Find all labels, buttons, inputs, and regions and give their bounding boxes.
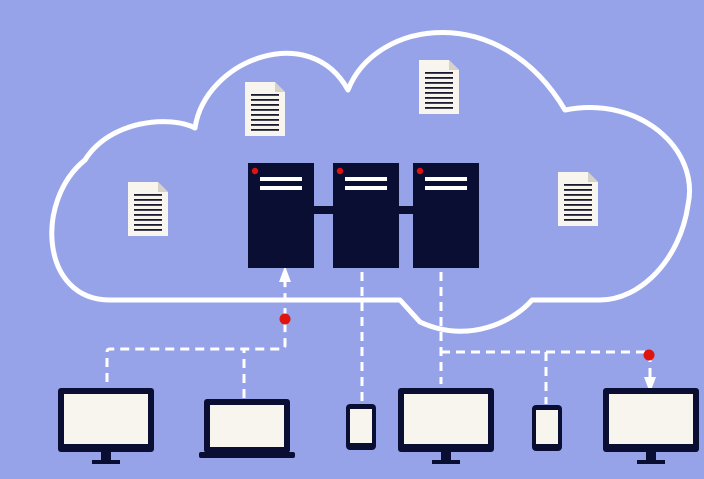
document-text-line <box>134 209 162 211</box>
document-icon <box>419 60 459 114</box>
connector-lines <box>105 272 652 404</box>
document-text-line <box>134 204 162 206</box>
document-text-line <box>134 214 162 216</box>
monitor-icon <box>603 388 699 464</box>
document-text-line <box>134 224 162 226</box>
document-text-line <box>425 72 453 74</box>
document-text-line <box>425 97 453 99</box>
smartphone-icon <box>532 405 562 451</box>
document-text-line <box>251 114 279 116</box>
connector-server3-to-desktop3 <box>441 350 652 382</box>
document-fold <box>275 82 285 92</box>
document-text-line <box>134 194 162 196</box>
document-text-line <box>564 184 592 186</box>
document-text-line <box>425 92 453 94</box>
document-fold <box>158 182 168 192</box>
arrow-up-icon <box>279 266 291 282</box>
server-rack-icon <box>413 163 479 268</box>
document-text-line <box>425 82 453 84</box>
server-drive-bay <box>345 177 387 181</box>
document-text-line <box>134 229 162 231</box>
server-rack-icon <box>333 163 399 268</box>
server-indicator-light <box>336 167 344 175</box>
document-text-line <box>251 119 279 121</box>
server-drive-bay <box>345 186 387 190</box>
document-text-line <box>425 87 453 89</box>
document-text-line <box>564 219 592 221</box>
junction-dot <box>279 313 291 325</box>
document-text-line <box>251 94 279 96</box>
server-drive-bay <box>425 186 467 190</box>
server-link <box>312 206 336 214</box>
document-text-line <box>134 219 162 221</box>
document-text-line <box>564 204 592 206</box>
document-icon <box>558 172 598 226</box>
document-text-line <box>425 102 453 104</box>
document-text-line <box>564 209 592 211</box>
cloud-outline-icon <box>49 30 692 334</box>
document-fold <box>449 60 459 70</box>
server-indicator-light <box>251 167 259 175</box>
document-text-line <box>564 214 592 216</box>
document-icon <box>128 182 168 236</box>
document-text-line <box>251 124 279 126</box>
server-link <box>397 206 417 214</box>
arrow-down-icon <box>644 377 656 393</box>
connector-desktop1-to-server1 <box>105 280 287 382</box>
document-text-line <box>134 199 162 201</box>
document-text-line <box>251 109 279 111</box>
server-drive-bay <box>425 177 467 181</box>
server-indicator-light <box>416 167 424 175</box>
document-fold <box>588 172 598 182</box>
server-drive-bay <box>260 186 302 190</box>
document-text-line <box>564 199 592 201</box>
monitor-icon <box>398 388 494 464</box>
server-rack-icon <box>248 163 314 268</box>
document-text-line <box>251 129 279 131</box>
server-drive-bay <box>260 177 302 181</box>
document-text-line <box>564 194 592 196</box>
document-text-line <box>425 77 453 79</box>
document-icon <box>245 82 285 136</box>
document-text-line <box>425 107 453 109</box>
monitor-icon <box>58 388 154 464</box>
document-text-line <box>251 104 279 106</box>
laptop-icon <box>199 399 295 458</box>
document-text-line <box>251 99 279 101</box>
document-text-line <box>564 189 592 191</box>
junction-dot <box>643 349 655 361</box>
smartphone-icon <box>346 404 376 450</box>
